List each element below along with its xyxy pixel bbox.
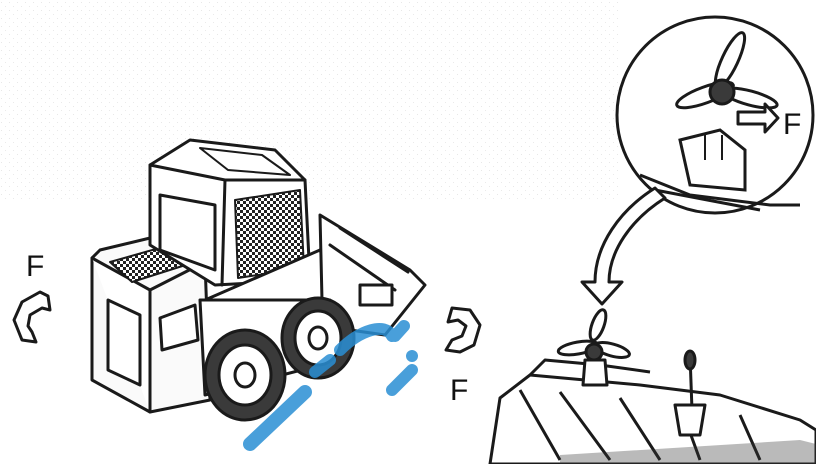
background-texture <box>0 0 620 200</box>
rotation-arrow-left <box>14 292 50 342</box>
curved-pointer-arrow <box>582 188 665 304</box>
arrow-label-left: F <box>26 252 44 282</box>
arrow-label-inset: F <box>783 110 801 140</box>
rotation-arrow-right <box>446 308 480 352</box>
arrow-label-bucket: F <box>450 376 468 406</box>
bucket-detail <box>490 308 816 464</box>
